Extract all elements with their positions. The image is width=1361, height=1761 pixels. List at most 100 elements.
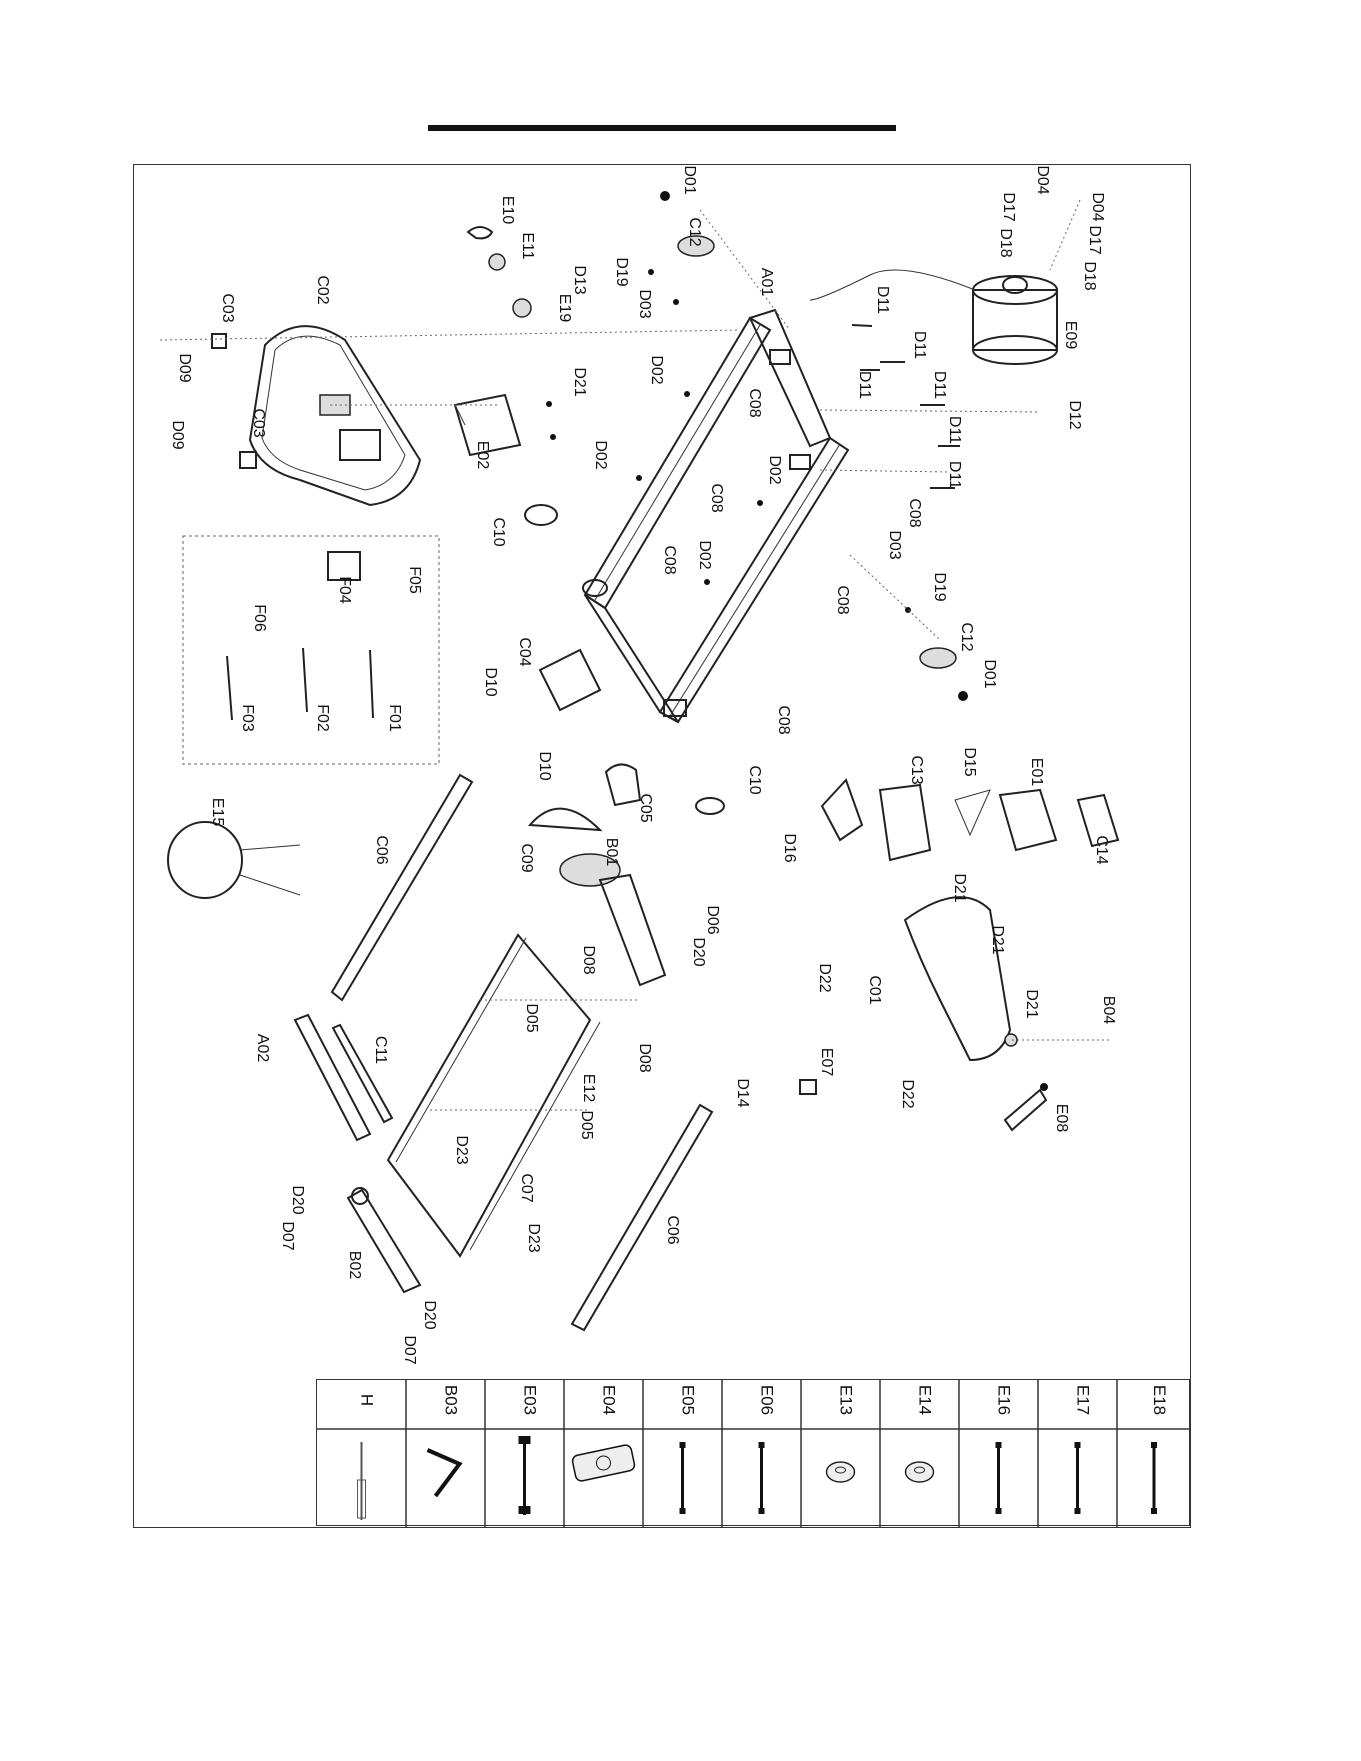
label-c09: C09 [518,843,535,872]
label-d03-top: D03 [636,289,653,318]
label-d09a: D09 [176,353,193,382]
part-labels: D01C12D19D03A01D04D04D17D17D18D18E09E10E… [169,165,1117,1364]
label-c14: C14 [1093,835,1110,864]
label-d10a: D10 [482,667,499,696]
side-rails-c06 [330,773,714,1332]
covers-c04-c05-c10 [524,504,725,815]
label-d03-mid: D03 [886,530,903,559]
wheels-c12 [660,191,968,701]
label-d21b: D21 [989,925,1006,954]
remote-control-icon [571,1444,636,1482]
label-d19-top: D19 [613,257,630,286]
table-header-h: H [358,1394,377,1406]
label-c06a: C06 [373,835,390,864]
label-b04: B04 [1100,996,1117,1025]
table-header-e04: E04 [600,1385,619,1415]
label-d11a: D11 [874,286,891,314]
exploded-diagram-frame [133,164,1191,1528]
label-d11d: D11 [931,371,948,399]
label-f01: F01 [386,704,403,732]
label-d06: D06 [704,905,721,934]
label-d08b: D08 [636,1043,653,1072]
bracket-e02 [453,393,522,457]
label-a01: A01 [758,268,775,297]
label-c08e: C08 [834,585,851,614]
label-d10b: D10 [536,751,553,780]
table-header-e14: E14 [916,1385,935,1415]
roller-b02 [346,1187,422,1294]
label-d22b: D22 [899,1079,916,1108]
label-d17a: D17 [1000,192,1017,221]
leader-lines [159,199,1110,1111]
label-c03a: C03 [219,293,236,322]
wire-icon [679,1442,686,1514]
label-d08a: D08 [580,945,597,974]
washer-icon [904,1461,935,1483]
label-c03b: C03 [250,408,267,437]
table-header-e16: E16 [995,1385,1014,1415]
label-f02: F02 [314,704,331,732]
label-e11: E11 [519,232,536,259]
label-c08b: C08 [708,483,725,512]
label-d18b: D18 [1081,261,1098,290]
roller-b01 [527,807,667,987]
fasteners [546,269,960,613]
power-cord-e15 [167,821,301,899]
label-d11e: D11 [946,416,963,444]
wire-icon [1151,1442,1157,1514]
label-d11f: D11 [946,461,963,489]
parts-e07-e08 [799,1079,1048,1132]
label-d11b: D11 [911,331,928,359]
label-d02b: D02 [592,440,609,469]
rail-a02-c11 [293,1013,394,1142]
label-c04: C04 [516,637,533,666]
table-header-e05: E05 [679,1385,698,1415]
wire-icon [1074,1442,1081,1514]
label-d01-top: D01 [681,165,698,194]
label-c02: C02 [314,275,331,304]
label-d17b: D17 [1086,225,1103,254]
label-d07a: D07 [279,1221,296,1250]
table-header-e03: E03 [521,1385,540,1415]
handlebar-c01 [903,896,1018,1062]
label-d02c: D02 [766,455,783,484]
label-e15: E15 [209,798,226,827]
main-frame-a01 [582,308,850,724]
label-d01-mid: D01 [981,659,998,688]
label-d21-top: D21 [571,367,588,396]
label-d05a: D05 [523,1003,540,1032]
label-c05: C05 [637,793,654,822]
electronics-group-box [182,535,440,765]
electronics-parts [226,551,374,721]
label-f05: F05 [406,566,423,594]
label-d23b: D23 [525,1223,542,1252]
label-c08f: C08 [775,705,792,734]
label-d05b: D05 [578,1110,595,1139]
label-d13: D13 [571,265,588,294]
label-e08: E08 [1053,1104,1070,1133]
table-header-e06: E06 [758,1385,777,1415]
label-c11: C11 [372,1036,389,1064]
washer-icon [825,1461,856,1483]
label-d14: D14 [734,1078,751,1107]
label-d19-mid: D19 [931,572,948,601]
label-e12: E12 [580,1074,597,1103]
label-f06: F06 [251,604,268,632]
c03-blocks [211,333,257,469]
label-c13: C13 [908,755,925,784]
label-c08a: C08 [746,388,763,417]
deck-e12-c07 [386,933,601,1258]
label-d20a: D20 [690,937,707,966]
screwdriver-icon [357,1442,366,1520]
label-e09: E09 [1062,321,1079,350]
label-e01: E01 [1028,758,1045,787]
table-header-e17: E17 [1074,1385,1093,1415]
label-c12-top: C12 [686,217,703,246]
label-d16: D16 [781,833,798,862]
label-e07: E07 [818,1048,835,1077]
label-d02a: D02 [648,355,665,384]
title-underline [428,125,896,131]
